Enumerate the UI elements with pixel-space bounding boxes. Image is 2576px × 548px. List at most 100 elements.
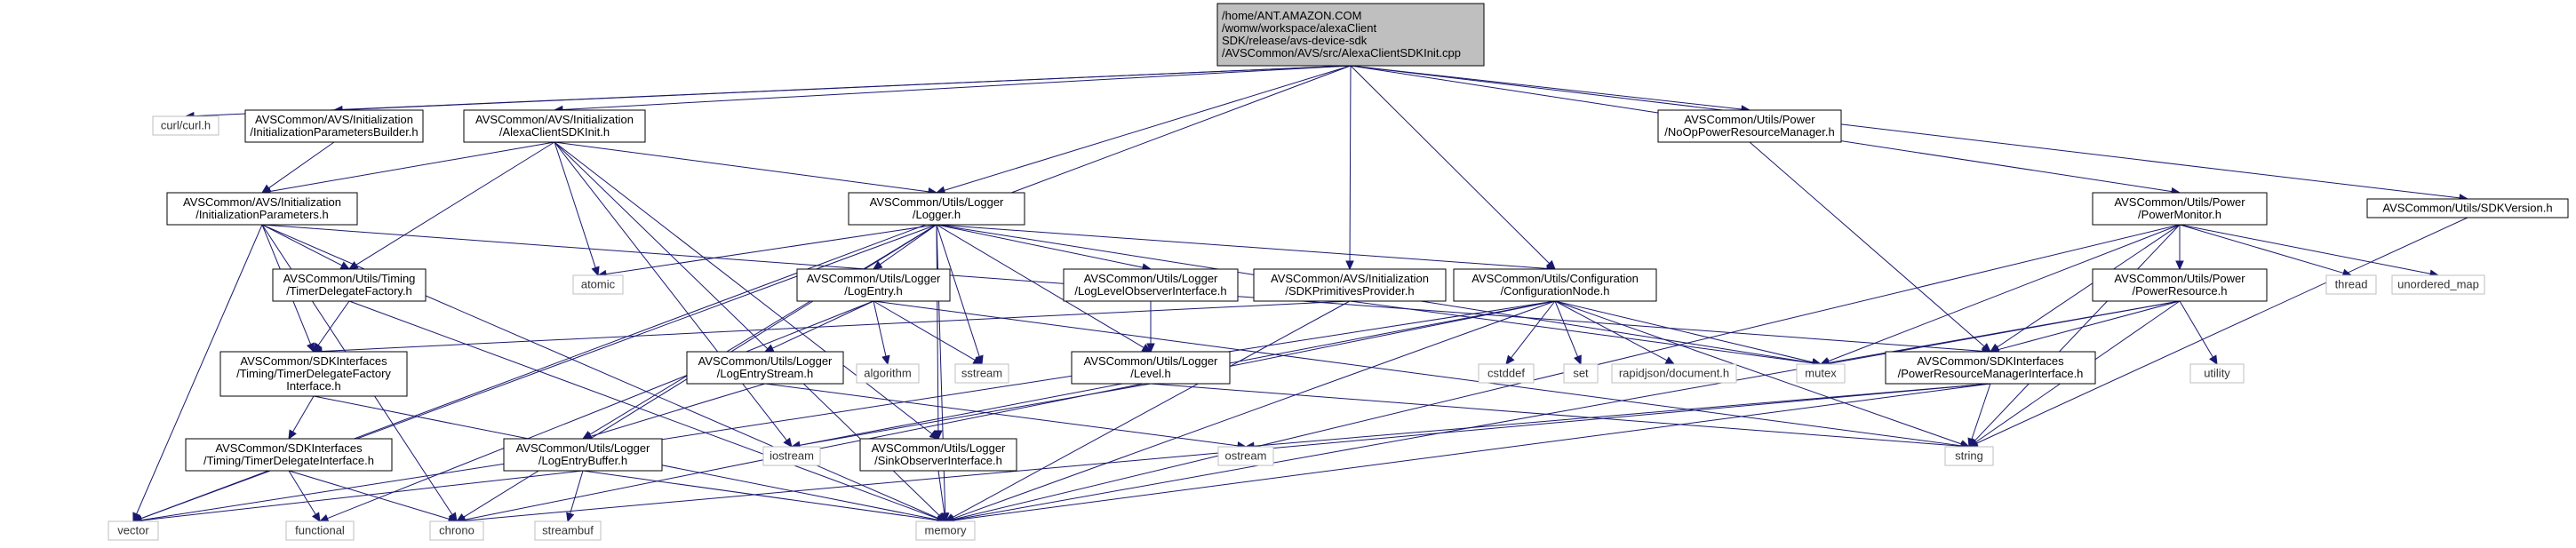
arrowhead <box>872 260 883 270</box>
node-mutex[interactable]: mutex <box>1796 363 1846 384</box>
node-sstream[interactable]: sstream <box>954 363 1009 384</box>
node-memory[interactable]: memory <box>915 520 976 541</box>
edge-main-to-confignode <box>1350 65 1550 265</box>
node-unordered-map[interactable]: unordered_map <box>2391 274 2485 295</box>
node-powermonitor[interactable]: AVSCommon/Utils/Power/PowerMonitor.h <box>2092 192 2268 226</box>
node-label-line: AVSCommon/AVS/Initialization <box>183 195 341 209</box>
node-level[interactable]: AVSCommon/Utils/Logger/Level.h <box>1071 351 1231 385</box>
node-label-line: iostream <box>770 449 814 463</box>
node-box <box>166 192 358 226</box>
node-streambuf[interactable]: streambuf <box>534 520 602 541</box>
arrowhead <box>591 266 600 277</box>
edge-confignode-to-cstddef <box>1511 300 1556 359</box>
node-box <box>1478 363 1535 384</box>
node-initparamsbuilder[interactable]: AVSCommon/AVS/Initialization/Initializat… <box>244 109 424 143</box>
node-label-line: functional <box>295 524 345 537</box>
edge-timerfactory-to-memory <box>348 300 938 520</box>
node-functional[interactable]: functional <box>285 520 355 541</box>
edge-level-to-string <box>1150 383 1962 447</box>
node-curl[interactable]: curl/curl.h <box>152 115 219 136</box>
arrowhead <box>339 261 351 270</box>
node-sinkobs[interactable]: AVSCommon/Utils/Logger/SinkObserverInter… <box>859 438 1017 472</box>
node-rapidjson[interactable]: rapidjson/document.h <box>1611 363 1737 384</box>
node-logentry[interactable]: AVSCommon/Utils/Logger/LogEntry.h <box>796 268 951 302</box>
node-box <box>244 109 424 143</box>
node-label-line: /LogEntry.h <box>844 284 903 298</box>
node-box <box>272 268 427 302</box>
node-label-line: memory <box>925 524 967 537</box>
node-atomic[interactable]: atomic <box>572 274 624 295</box>
node-ostream[interactable]: ostream <box>1217 446 1274 466</box>
nodes-layer: /home/ANT.AMAZON.COM/womw/workspace/alex… <box>108 3 2569 541</box>
node-main: /home/ANT.AMAZON.COM/womw/workspace/alex… <box>1216 3 1485 67</box>
node-sdkversion[interactable]: AVSCommon/Utils/SDKVersion.h <box>2366 198 2569 218</box>
edge-powerresmgr-to-ostream <box>1253 383 1991 447</box>
node-box <box>219 351 408 397</box>
node-label-line: /Logger.h <box>913 208 961 221</box>
node-loglevelobs[interactable]: AVSCommon/Utils/Logger/LogLevelObserverI… <box>1063 268 1239 302</box>
node-confignode[interactable]: AVSCommon/Utils/Configuration/Configurat… <box>1453 268 1657 302</box>
node-label-line: AVSCommon/Utils/Logger <box>516 441 650 455</box>
arrowhead <box>783 437 793 448</box>
node-box <box>1216 3 1485 67</box>
arrowhead <box>288 429 297 441</box>
edge-initparamsbuilder-to-initparams <box>268 141 335 189</box>
edge-sdkinit_h-to-logger <box>554 141 929 193</box>
node-box <box>534 520 602 541</box>
node-label-line: string <box>1955 449 1983 463</box>
node-logger[interactable]: AVSCommon/Utils/Logger/Logger.h <box>848 192 1025 226</box>
node-logentrybuffer[interactable]: AVSCommon/Utils/Logger/LogEntryBuffer.h <box>503 438 663 472</box>
node-label-line: AVSCommon/AVS/Initialization <box>255 113 413 126</box>
node-iostream[interactable]: iostream <box>762 446 821 466</box>
node-label-line: AVSCommon/Utils/Logger <box>698 354 833 368</box>
edge-main-to-sdkprimitives <box>1349 65 1352 262</box>
edge-initparams-to-vector <box>136 224 263 514</box>
node-noop[interactable]: AVSCommon/Utils/Power/NoOpPowerResourceM… <box>1657 109 1842 143</box>
node-label-line: /womw/workspace/alexaClient <box>1222 21 1377 35</box>
arrowhead <box>1573 354 1582 366</box>
node-initparams[interactable]: AVSCommon/AVS/Initialization/Initializat… <box>166 192 358 226</box>
node-label-line: /TimerDelegateFactory.h <box>286 284 412 298</box>
edge-sdkinit_h-to-timerfactory <box>355 141 555 266</box>
node-box <box>954 363 1009 384</box>
edge-main-to-sdkinit_h <box>562 65 1352 110</box>
node-powerresmgr[interactable]: AVSCommon/SDKInterfaces/PowerResourceMan… <box>1885 351 2096 385</box>
node-box <box>108 520 159 541</box>
node-timerfactory[interactable]: AVSCommon/Utils/Timing/TimerDelegateFact… <box>272 268 427 302</box>
node-set[interactable]: set <box>1563 363 1599 384</box>
node-label-line: AVSCommon/Utils/Power <box>2114 195 2245 209</box>
node-string[interactable]: string <box>1944 446 1994 466</box>
arrowhead <box>881 354 890 366</box>
edge-logentrybuffer-to-memory <box>582 470 938 521</box>
node-label-line: /LogLevelObserverInterface.h <box>1074 284 1226 298</box>
node-chrono[interactable]: chrono <box>429 520 484 541</box>
node-timerfactoryiface[interactable]: AVSCommon/SDKInterfaces/Timing/TimerDele… <box>219 351 408 397</box>
node-box <box>429 520 484 541</box>
node-label-line: curl/curl.h <box>161 119 211 132</box>
node-vector[interactable]: vector <box>108 520 159 541</box>
node-box <box>2092 192 2268 226</box>
node-sdkinit-h[interactable]: AVSCommon/AVS/Initialization/AlexaClient… <box>463 109 646 143</box>
node-box <box>1885 351 2096 385</box>
node-label-line: chrono <box>439 524 475 537</box>
node-cstddef[interactable]: cstddef <box>1478 363 1535 384</box>
node-thread[interactable]: thread <box>2325 274 2377 295</box>
edge-logger-to-level <box>936 224 1144 348</box>
node-label-line: cstddef <box>1487 367 1525 380</box>
node-timeriface[interactable]: AVSCommon/SDKInterfaces/Timing/TimerDele… <box>185 438 393 472</box>
node-powerresource[interactable]: AVSCommon/Utils/Power/PowerResource.h <box>2092 268 2268 302</box>
node-label-line: rapidjson/document.h <box>1619 367 1729 380</box>
node-sdkprimitives[interactable]: AVSCommon/AVS/Initialization/SDKPrimitiv… <box>1253 268 1447 302</box>
node-logentrystream[interactable]: AVSCommon/Utils/Logger/LogEntryStream.h <box>686 351 844 385</box>
node-algorithm[interactable]: algorithm <box>856 363 920 384</box>
edge-logentrystream-to-ostream <box>764 383 1239 447</box>
node-label-line: AVSCommon/Utils/Power <box>1684 113 1815 126</box>
edge-powermonitor-to-mutex <box>1828 224 2181 362</box>
edge-powermonitor-to-thread <box>2179 224 2344 274</box>
node-box <box>185 438 393 472</box>
node-box <box>1453 268 1657 302</box>
node-utility[interactable]: utility <box>2189 363 2245 384</box>
edge-sdkinit_h-to-atomic <box>554 141 596 268</box>
node-label-line: /SinkObserverInterface.h <box>874 454 1002 467</box>
node-box <box>2391 274 2485 295</box>
